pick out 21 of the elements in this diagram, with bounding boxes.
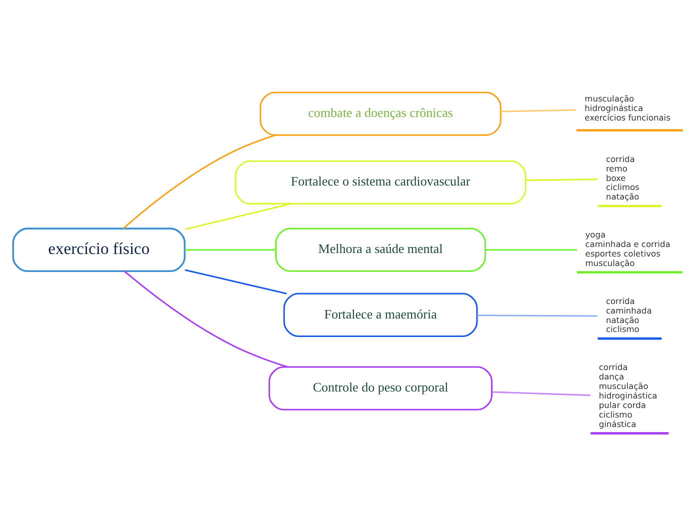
node-text: corrida dança musculação hidroginástica pular corda ciclismo ginástica — [598, 362, 658, 428]
connector — [122, 134, 276, 229]
connector — [492, 390, 590, 396]
node-box: combate a doenças crônicas — [260, 91, 502, 136]
node-text: corrida remo boxe ciclimos natação — [606, 153, 640, 202]
node-box: Fortalece o sistema cardiovascular — [234, 160, 526, 204]
connector — [185, 248, 276, 250]
connector — [526, 178, 598, 181]
connector — [124, 270, 288, 368]
node-text: yoga caminhada e corrida esportes coletivos musculação — [585, 229, 670, 268]
connector — [485, 248, 577, 250]
connector — [184, 202, 292, 230]
node-text: corrida caminhada natação ciclismo — [606, 295, 652, 334]
connector — [477, 314, 598, 316]
connector — [500, 108, 576, 112]
node-box: Controle do peso corporal — [268, 366, 493, 410]
node-box: Melhora a saúde mental — [275, 227, 486, 272]
node-text: musculação hidroginástica exercícios funcionais — [584, 92, 670, 122]
node-box: exercício físico — [12, 227, 186, 272]
connector — [184, 268, 287, 294]
node-box: Fortalece a maemória — [283, 292, 478, 336]
